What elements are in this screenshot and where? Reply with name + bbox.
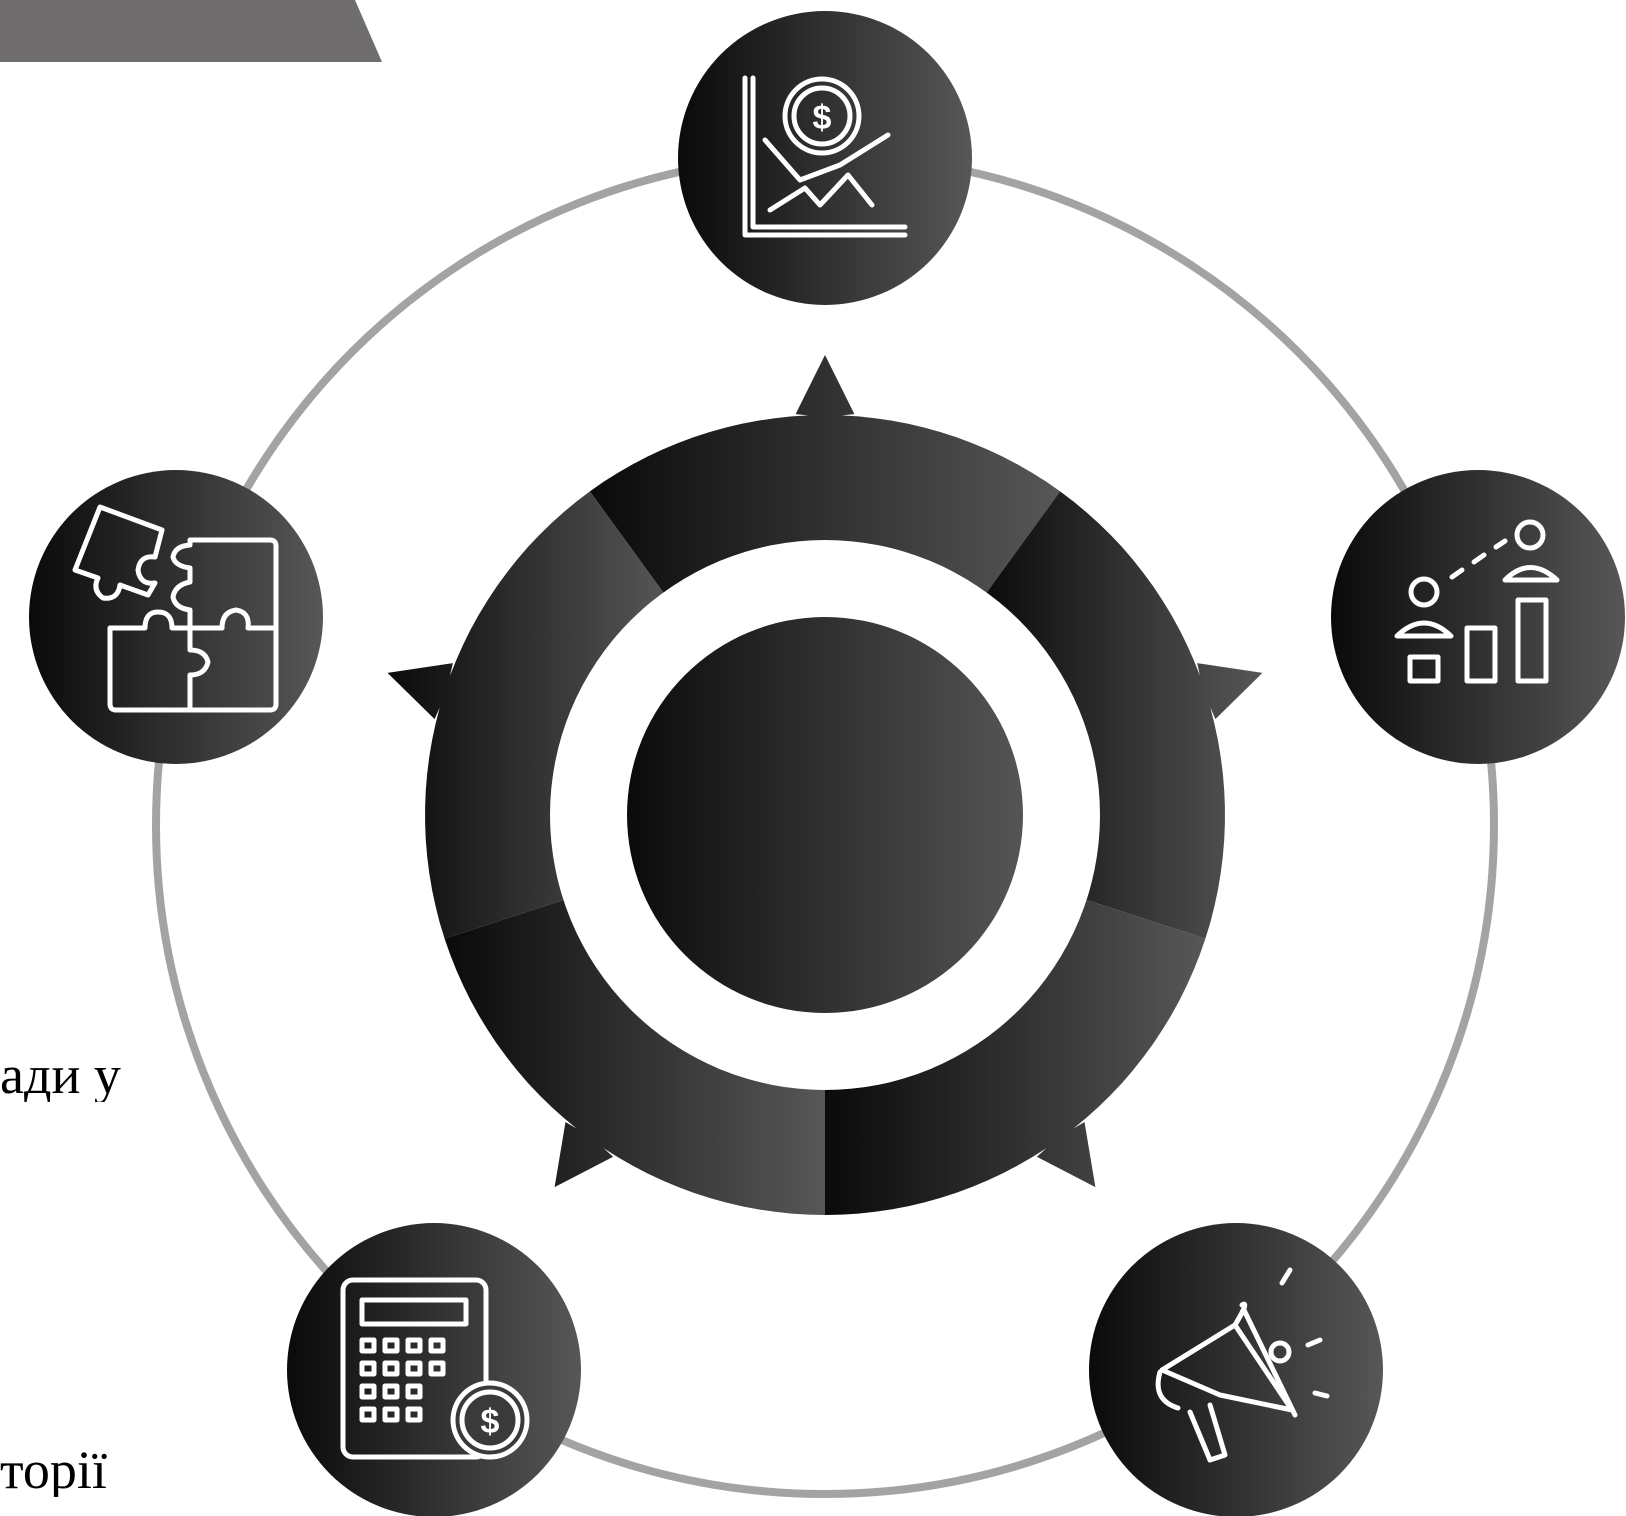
center-star-ring (387, 355, 1263, 1215)
calculator-key (405, 1360, 423, 1377)
calculator-key (428, 1360, 446, 1377)
calculator-key (382, 1406, 400, 1423)
center-hub (627, 617, 1023, 1013)
calculator-key (359, 1406, 377, 1423)
star-segment (980, 491, 1263, 939)
node-bottom-right (1089, 1223, 1383, 1516)
text-fragment-1: ади у (0, 1045, 121, 1105)
megaphone-icon (1155, 1267, 1330, 1463)
calculator-dollar-icon: $ (340, 1277, 530, 1460)
calculator-key (428, 1337, 446, 1354)
calculator-key (359, 1337, 377, 1354)
calculator-key (382, 1383, 400, 1400)
calculator-key (405, 1337, 423, 1354)
star-segment (444, 896, 825, 1215)
calculator-key (359, 1383, 377, 1400)
people-leaderboard-icon (1394, 519, 1560, 684)
star-segment (589, 355, 1061, 601)
header-banner (0, 0, 382, 62)
node-right (1331, 470, 1625, 764)
node-top: $ (678, 11, 972, 305)
calculator-key (405, 1406, 423, 1423)
star-segment (825, 896, 1206, 1215)
calculator-key (382, 1360, 400, 1377)
node-left (29, 470, 323, 764)
node-bottom-left: $ (287, 1223, 581, 1516)
puzzle-pieces-icon (72, 504, 279, 713)
svg-text:$: $ (481, 1403, 500, 1441)
calculator-key (359, 1360, 377, 1377)
text-fragment-2: торії (0, 1440, 107, 1500)
svg-text:$: $ (813, 99, 832, 137)
growth-chart-dollar-icon: $ (742, 75, 908, 238)
star-segment (387, 491, 670, 939)
calculator-key (405, 1383, 423, 1400)
calculator-key (382, 1337, 400, 1354)
